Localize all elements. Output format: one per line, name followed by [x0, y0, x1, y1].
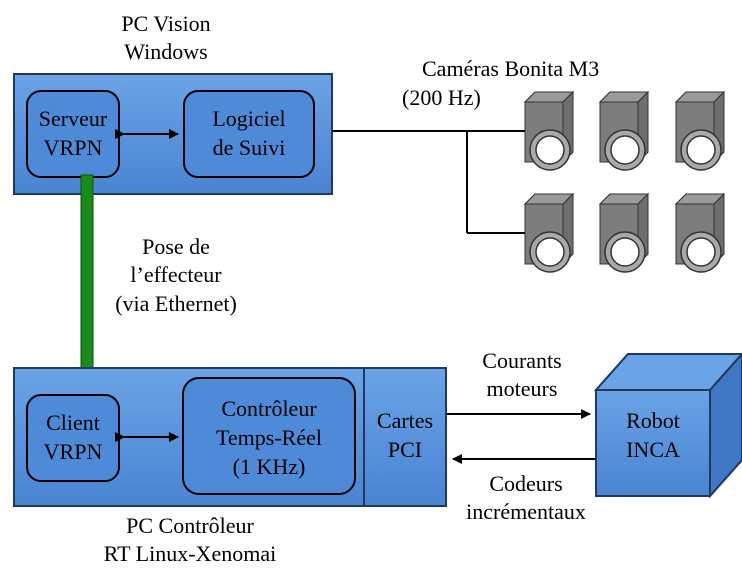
vrpn-client-label-line2: VRPN [44, 439, 103, 464]
vrpn-server-label-line1: Serveur [39, 106, 108, 131]
encoders-label-line2: incrémentaux [466, 499, 586, 524]
tracking-software-label-line2: de Suivi [213, 135, 286, 160]
realtime-controller-box [182, 377, 356, 495]
cameras-label-line2: (200 Hz) [402, 85, 481, 110]
vrpn-server-label-line2: VRPN [44, 135, 103, 160]
pc-vision-title-line2: Windows [124, 39, 207, 64]
vrpn-client-label-line1: Client [46, 410, 100, 435]
pose-label-line1: Pose de [142, 234, 210, 259]
pci-cards-label-line2: PCI [388, 437, 422, 462]
motor-currents-label-line2: moteurs [487, 376, 558, 401]
tracking-software-box [183, 90, 315, 178]
vrpn-client-box [26, 394, 120, 482]
encoders-label-line1: Codeurs [489, 471, 562, 496]
camera-connection-lines [332, 130, 528, 234]
robot-box [593, 352, 742, 499]
camera-icon [599, 193, 649, 273]
realtime-controller-label-line2: Temps-Réel [216, 425, 322, 450]
robot-label-line1: Robot [626, 408, 680, 433]
pc-controller-title-line2: RT Linux-Xenomai [104, 541, 276, 566]
ethernet-link-arrow [80, 174, 94, 373]
tracking-software-label-line1: Logiciel [212, 106, 285, 131]
pose-label-line3: (via Ethernet) [115, 291, 237, 316]
pc-controller-title-line1: PC Contrôleur [126, 513, 254, 538]
realtime-controller-label-line3: (1 KHz) [233, 454, 306, 479]
pc-vision-title-line1: PC Vision [121, 11, 210, 36]
realtime-controller-label-line1: Contrôleur [221, 396, 317, 421]
camera-icon [524, 193, 574, 273]
motor-currents-label-line1: Courants [482, 348, 561, 373]
cameras-label-line1: Caméras Bonita M3 [422, 56, 599, 81]
robot-label-line2: INCA [626, 437, 680, 462]
pci-cards-label-line1: Cartes [377, 408, 433, 433]
pci-cards-box [363, 367, 447, 507]
camera-icon [675, 193, 725, 273]
camera-icon [599, 91, 649, 171]
pose-label-line2: l’effecteur [130, 262, 222, 287]
camera-icon [675, 91, 725, 171]
camera-icon [524, 91, 574, 171]
vrpn-server-box [26, 90, 120, 178]
